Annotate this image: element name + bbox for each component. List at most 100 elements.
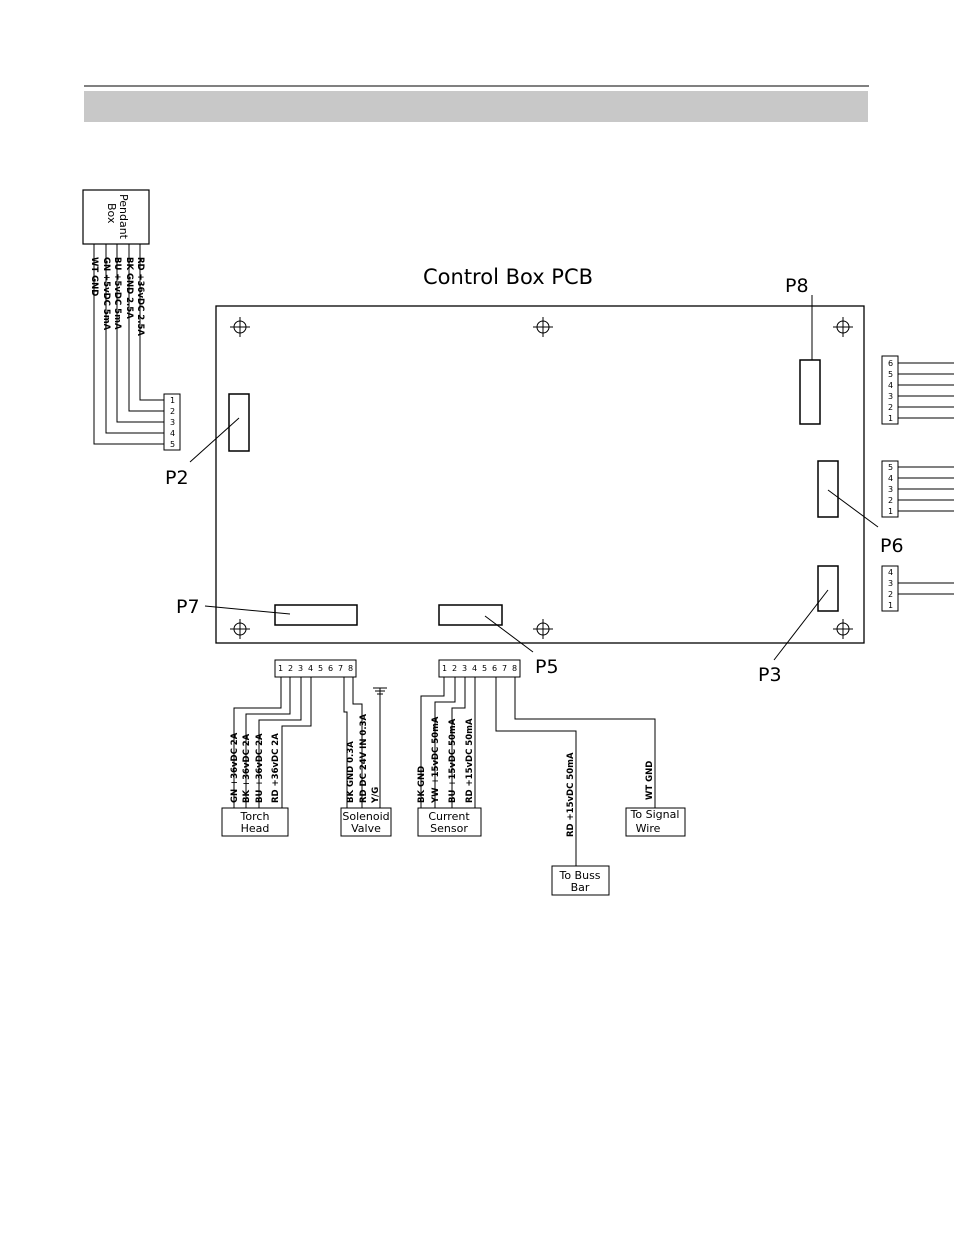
solenoid-wire-label-2: RD DC 24V IN 0.3A <box>359 714 369 803</box>
p6-pin: 1 <box>888 507 893 516</box>
p5-pin: 4 <box>472 664 477 673</box>
svg-text:BU +36vDC 2A: BU +36vDC 2A <box>255 733 265 803</box>
pendant-wire-label-1: RD +36vDC 2.5A <box>135 257 145 336</box>
mounting-hole <box>230 317 250 337</box>
mounting-hole <box>833 619 853 639</box>
current-sensor-label-line2: Sensor <box>430 822 468 835</box>
pendant-label-line1: Pendant <box>117 194 130 240</box>
leader-lines <box>189 295 879 661</box>
p5-pin: 7 <box>502 664 507 673</box>
solenoid-valve-label-line1: Solenoid <box>342 810 389 823</box>
svg-text:YW +15vDC 50mA: YW +15vDC 50mA <box>431 716 441 804</box>
p7-pin: 7 <box>338 664 343 673</box>
p7-pin: 4 <box>308 664 313 673</box>
connector-label-p7: P7 <box>176 596 200 618</box>
torch-head-box <box>221 807 289 837</box>
p5-pin: 8 <box>512 664 517 673</box>
torch-head-label-line2: Head <box>241 822 270 835</box>
p5-wires <box>420 677 656 866</box>
p6-pin: 4 <box>888 474 893 483</box>
p3-wires <box>898 582 954 595</box>
svg-text:RD +36vDC 2A: RD +36vDC 2A <box>271 733 281 803</box>
torch-wire-label-4: RD +36vDC 2A <box>271 733 281 803</box>
p8-pin: 5 <box>888 370 893 379</box>
p5-pin: 1 <box>442 664 447 673</box>
svg-text:WT GND: WT GND <box>645 761 655 800</box>
header-bar <box>84 91 868 122</box>
signal-wire-box <box>625 807 686 837</box>
p5-pin: 3 <box>462 664 467 673</box>
p3-pin: 3 <box>888 579 893 588</box>
buss-bar-label-line1: To Buss <box>558 869 600 882</box>
p3-pin: 2 <box>888 590 893 599</box>
connector-label-p6: P6 <box>880 535 904 557</box>
signal-wire-label-line1: To Signal <box>630 808 680 821</box>
p5-pin: 2 <box>452 664 457 673</box>
p5-plug <box>438 659 521 678</box>
pendant-wire-label-5: WT GND <box>89 257 99 296</box>
solenoid-wire-label-1: BK GND 0.3A <box>346 741 356 803</box>
p8-pin: 4 <box>888 381 893 390</box>
solenoid-valve-label-line2: Valve <box>351 822 381 835</box>
solenoid-valve-box <box>340 807 392 837</box>
sensor-wire-label-3: BU +15vDC 50mA <box>448 718 458 803</box>
p7-pin: 6 <box>328 664 333 673</box>
pendant-pin: 5 <box>170 440 175 449</box>
pendant-box <box>82 189 150 245</box>
connector-p6-body <box>817 460 839 518</box>
p6-pin: 2 <box>888 496 893 505</box>
svg-text:BK GND 2.5A: BK GND 2.5A <box>124 257 134 319</box>
p7-wires <box>233 677 381 808</box>
sensor-wire-label-2: YW +15vDC 50mA <box>431 716 441 804</box>
pendant-wire-label-3: BU +5vDC 5mA <box>112 257 122 330</box>
p6-pin: 5 <box>888 463 893 472</box>
svg-text:WT GND: WT GND <box>89 257 99 296</box>
p3-plug <box>881 565 899 612</box>
pendant-pin: 3 <box>170 418 175 427</box>
sensor-wire-label-1: BK GND <box>417 766 427 803</box>
svg-text:BU +15vDC 50mA: BU +15vDC 50mA <box>448 718 458 803</box>
pendant-label: Pendant Box <box>105 194 130 240</box>
svg-text:RD +36vDC 2.5A: RD +36vDC 2.5A <box>135 257 145 336</box>
svg-text:RD +15vDC 50mA: RD +15vDC 50mA <box>465 718 475 803</box>
pcb-board <box>215 305 865 644</box>
p7-pin: 5 <box>318 664 323 673</box>
p3-pin: 4 <box>888 568 893 577</box>
svg-text:BK GND 0.3A: BK GND 0.3A <box>346 741 356 803</box>
p6-wires <box>898 466 954 512</box>
buss-bar-box <box>551 865 610 896</box>
p8-pin: 3 <box>888 392 893 401</box>
diagram-title: Control Box PCB <box>423 265 593 289</box>
mounting-holes <box>230 317 853 639</box>
p7-pin: 2 <box>288 664 293 673</box>
p7-pin: 3 <box>298 664 303 673</box>
torch-head-label-line1: Torch <box>240 810 270 823</box>
p8-wires <box>898 362 954 419</box>
pendant-pin: 2 <box>170 407 175 416</box>
pendant-wire-label-2: BK GND 2.5A <box>124 257 134 319</box>
connector-p8-body <box>799 359 821 425</box>
p8-plug <box>881 355 899 425</box>
connector-label-p5: P5 <box>535 656 559 678</box>
pendant-label-line2: Box <box>105 203 118 224</box>
p5-pin: 6 <box>492 664 497 673</box>
pendant-pin: 1 <box>170 396 175 405</box>
connector-p3-body <box>817 565 839 612</box>
p8-pin: 6 <box>888 359 893 368</box>
mounting-hole <box>230 619 250 639</box>
connector-p2-body <box>228 393 250 452</box>
svg-text:RD +15vDC 50mA: RD +15vDC 50mA <box>566 752 576 837</box>
p8-pin: 1 <box>888 414 893 423</box>
mounting-hole <box>533 317 553 337</box>
mounting-hole <box>833 317 853 337</box>
p3-pin: 1 <box>888 601 893 610</box>
connector-label-p2: P2 <box>165 467 189 489</box>
p7-pin: 1 <box>278 664 283 673</box>
p7-pin: 8 <box>348 664 353 673</box>
buss-bar-label-line2: Bar <box>571 881 590 894</box>
signal-wire-label: WT GND <box>645 761 655 800</box>
svg-text:BK +36vDC 2A: BK +36vDC 2A <box>242 733 252 803</box>
svg-text:Y/G: Y/G <box>371 787 381 804</box>
solenoid-wire-label-3: Y/G <box>371 787 381 804</box>
pendant-plug <box>163 393 181 451</box>
